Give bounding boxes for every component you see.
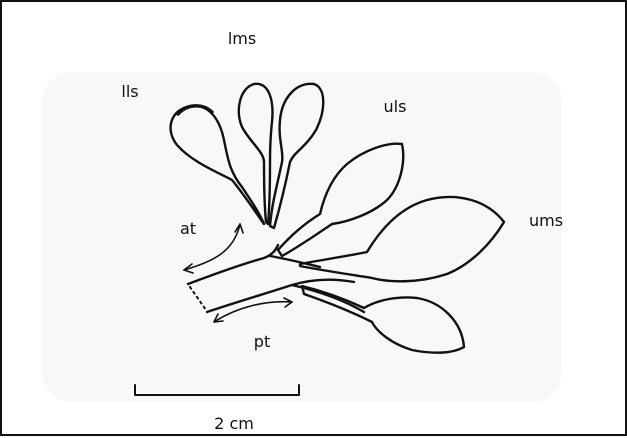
label-pt: pt (254, 332, 270, 351)
background-texture (42, 72, 562, 402)
label-ums: ums (529, 211, 563, 230)
label-lms: lms (228, 29, 256, 48)
label-lls: lls (121, 82, 138, 101)
scale-bar-label: 2 cm (214, 414, 254, 433)
label-uls: uls (384, 97, 407, 116)
label-at: at (180, 219, 196, 238)
